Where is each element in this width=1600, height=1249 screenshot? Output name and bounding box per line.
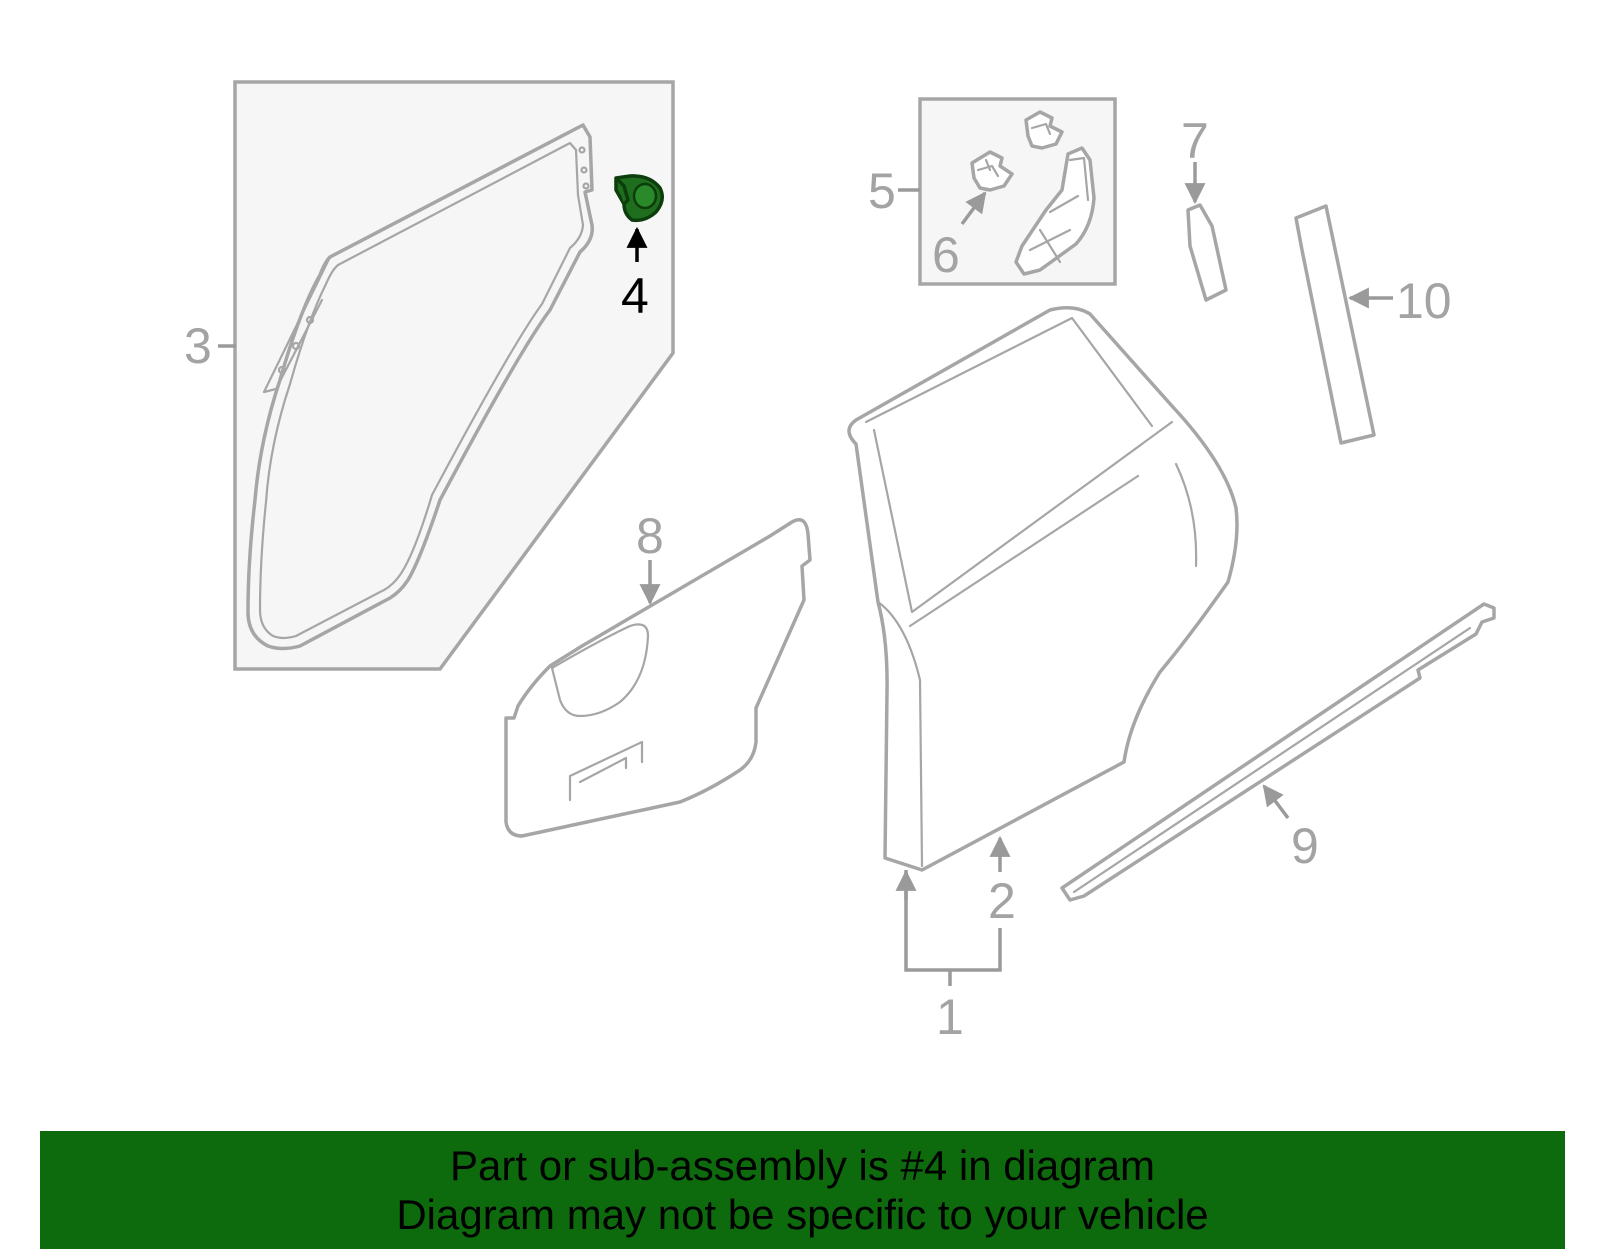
callout-10: 10 <box>1396 273 1452 329</box>
rear-door-shell-1-2 <box>847 306 1239 872</box>
door-trim-panel-8 <box>504 518 812 838</box>
callout-5: 5 <box>868 163 896 219</box>
leader-6 <box>960 191 987 226</box>
weatherstrip-group-box <box>233 80 675 671</box>
callout-8: 8 <box>636 508 664 564</box>
callout-9: 9 <box>1291 818 1319 874</box>
leader-9 <box>1262 784 1290 820</box>
banner-line-1: Part or sub-assembly is #4 in diagram <box>450 1142 1155 1189</box>
pillar-molding-10 <box>1294 204 1376 445</box>
callout-7: 7 <box>1181 113 1209 169</box>
callout-2: 2 <box>988 873 1016 929</box>
lower-molding-9 <box>1060 602 1496 902</box>
trim-piece-7 <box>1186 203 1228 302</box>
callout-6: 6 <box>932 227 960 283</box>
callout-1: 1 <box>936 989 964 1045</box>
callout-4: 4 <box>621 268 649 324</box>
callout-3: 3 <box>184 318 212 374</box>
leader-1-bracket <box>904 870 1002 972</box>
info-banner: Part or sub-assembly is #4 in diagram Di… <box>40 1131 1565 1249</box>
hinge-group-box <box>918 97 1117 286</box>
banner-line-2: Diagram may not be specific to your vehi… <box>396 1191 1209 1238</box>
clip-part-4-highlighted <box>614 174 664 223</box>
